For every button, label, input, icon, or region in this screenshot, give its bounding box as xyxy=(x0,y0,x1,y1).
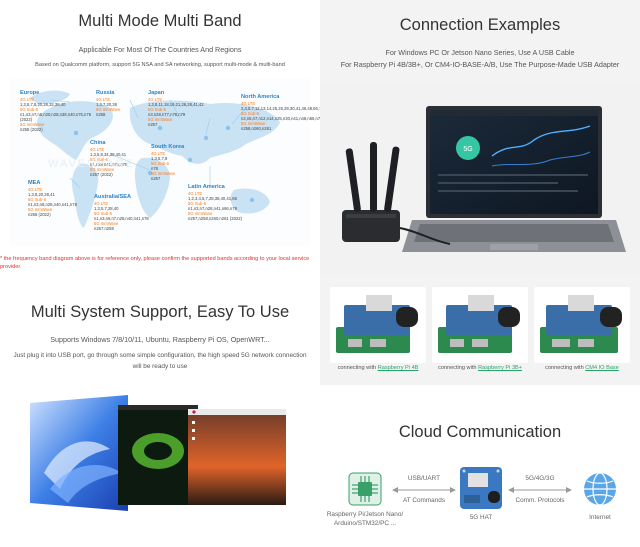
screen-5g-readout: 5G xyxy=(463,146,472,153)
band-description: Based on Qualcomm platform, support 5G N… xyxy=(35,62,285,68)
boards-strip: connecting with Raspberry Pi 4B connecti… xyxy=(320,275,640,385)
region-mea: MEA 4G LTE 1,3,8,20,28,41 5G Sub-6 n1,n3… xyxy=(28,180,77,217)
region-china: China 4G LTE 1,3,5,8,34,39,40,41 5G Sub-… xyxy=(90,140,128,177)
band-panel: Multi Mode Multi Band Applicable For Mos… xyxy=(0,0,320,275)
bidirectional-arrow-icon xyxy=(392,487,456,493)
region-latin-america: Latin America 4G LTE 1,2,3,4,5,7,28,38,4… xyxy=(188,184,243,221)
internet-label: Internet xyxy=(589,514,611,521)
bidirectional-arrow-icon-2 xyxy=(508,487,572,493)
link1-bottom-label: AT Commands xyxy=(402,497,446,504)
board-card-2 xyxy=(432,287,528,363)
cloud-panel: Cloud Communication USB/UART AT Commands… xyxy=(320,385,640,547)
band-subtitle: Applicable For Most Of The Countries And… xyxy=(78,45,242,54)
band-title: Multi Mode Multi Band xyxy=(78,12,242,30)
region-russia: Russia 4G LTE 1,3,7,20,38 5G mmWave n258 xyxy=(96,90,121,117)
os-panel: Multi System Support, Easy To Use Suppor… xyxy=(0,275,320,547)
link2-top-label: 5G/4G/3G xyxy=(525,475,555,482)
region-japan: Japan 4G LTE 1,3,8,11,18,19,21,26,28,41,… xyxy=(148,90,204,127)
board-caption-2: connecting with Raspberry Pi 3B+ xyxy=(437,365,523,371)
globe-icon xyxy=(584,472,616,506)
board-caption-3: connecting with CM4 IO Base xyxy=(545,365,619,371)
os-screens-illustration xyxy=(30,393,300,513)
region-europe: Europe 4G LTE 1,3,5,7,8,20,28,32,38,40 5… xyxy=(20,90,92,132)
map-watermark: WAVESHARE xyxy=(48,158,136,170)
os-windows-graphic xyxy=(30,395,286,511)
board-illustration-3 xyxy=(540,295,622,353)
link1-top-label: USB/UART xyxy=(407,475,441,482)
host-label: Raspberry Pi/Jetson Nano/ Arduino/STM32/… xyxy=(326,511,404,527)
world-map-graphic xyxy=(30,90,280,228)
cloud-title: Cloud Communication xyxy=(398,423,562,441)
board-illustration-2 xyxy=(438,295,520,353)
world-band-map: Europe 4G LTE 1,3,5,7,8,20,28,32,38,40 5… xyxy=(10,78,320,246)
board-card-3 xyxy=(534,287,630,363)
5g-hat-board-icon xyxy=(460,467,502,509)
cm4-io-base-link[interactable]: CM4 IO Base xyxy=(585,365,619,371)
connection-line-1: For Windows PC Or Jetson Nano Series, Us… xyxy=(385,48,575,57)
connection-panel: Connection Examples For Windows PC Or Je… xyxy=(320,0,640,275)
connection-line-2: For Raspberry Pi 4B/3B+, Or CM4-IO-BASE-… xyxy=(340,60,620,69)
region-north-america: North America 4G LTE 2,4,5,7,12,13,14,25… xyxy=(241,94,320,131)
board-illustration-1 xyxy=(336,295,418,353)
laptop-router-illustration: 5G xyxy=(320,82,640,275)
raspberry-pi-4b-link[interactable]: Raspberry Pi 4B xyxy=(377,365,419,371)
connection-title: Connection Examples xyxy=(399,16,561,34)
os-line-1: Supports Windows 7/8/10/11, Ubuntu, Rasp… xyxy=(50,335,270,344)
raspberry-pi-3b-plus-link[interactable]: Raspberry Pi 3B+ xyxy=(478,365,523,371)
hat-label: 5G HAT xyxy=(469,514,493,521)
connection-photo: 5G xyxy=(320,82,640,275)
board-card-1 xyxy=(330,287,426,363)
link2-bottom-label: Comm. Protocols xyxy=(515,497,565,504)
os-line-2: Just plug it into USB port, go through s… xyxy=(13,352,307,370)
band-disclaimer: * the frequency band diagram above is fo… xyxy=(0,256,310,270)
os-title: Multi System Support, Easy To Use xyxy=(30,303,290,321)
board-caption-1: connecting with Raspberry Pi 4B xyxy=(337,365,419,371)
chip-icon xyxy=(348,472,382,506)
region-south-korea: South Korea 4G LTE 1,3,5,7,8 5G Sub-6 n7… xyxy=(151,144,185,181)
region-australia-sea: Australia/SEA 4G LTE 1,3,5,7,28,40 5G Su… xyxy=(94,194,149,231)
